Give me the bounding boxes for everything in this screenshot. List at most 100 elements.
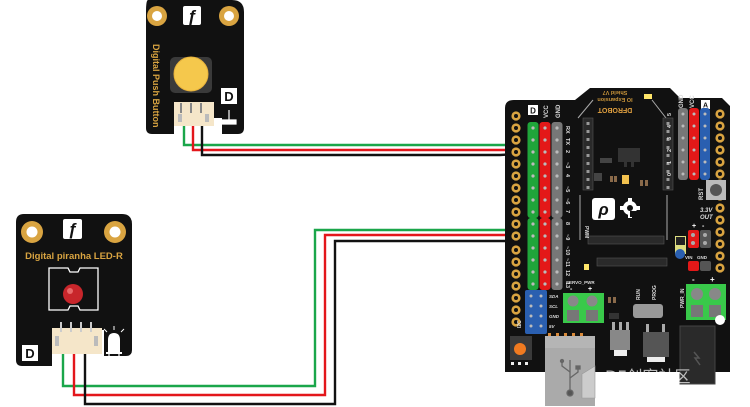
run-prog-switch[interactable]: [633, 304, 663, 318]
regulator-chip: [618, 148, 640, 162]
pin[interactable]: [555, 246, 559, 250]
i2c-pin-label: SCL: [549, 304, 558, 309]
pin[interactable]: [531, 210, 535, 214]
analog-pin-label: 3: [667, 137, 673, 140]
digital-pin-label: ~6: [564, 198, 570, 204]
pin-column: [689, 108, 699, 180]
pin[interactable]: [543, 126, 547, 130]
pin[interactable]: [555, 234, 559, 238]
pin[interactable]: [543, 222, 547, 226]
pin[interactable]: [555, 282, 559, 286]
pin[interactable]: [703, 124, 707, 128]
run-label: RUN: [636, 289, 642, 300]
pin[interactable]: [543, 186, 547, 190]
pin[interactable]: [543, 138, 547, 142]
pin[interactable]: [531, 222, 535, 226]
digital-pin-label: 7: [564, 210, 570, 213]
pin[interactable]: [531, 174, 535, 178]
pin[interactable]: [531, 246, 535, 250]
pin[interactable]: [692, 124, 696, 128]
pin[interactable]: [531, 150, 535, 154]
analog-vcc-label: VCC: [690, 95, 696, 108]
pin[interactable]: [531, 186, 535, 190]
pin[interactable]: [681, 160, 685, 164]
pin[interactable]: [703, 148, 707, 152]
digital-badge-text: D: [224, 89, 233, 104]
pin[interactable]: [543, 258, 547, 262]
gnd-col-label: GND: [556, 104, 562, 118]
pin[interactable]: [681, 148, 685, 152]
pin[interactable]: [543, 198, 547, 202]
pin[interactable]: [555, 174, 559, 178]
pin[interactable]: [555, 198, 559, 202]
dfrobot-logo-icon: [592, 198, 615, 220]
out-label: OUT: [700, 215, 714, 221]
pin[interactable]: [681, 136, 685, 140]
pin[interactable]: [692, 160, 696, 164]
dfrobot-logo-icon: [183, 6, 201, 25]
status-led: [584, 264, 589, 270]
pin[interactable]: [703, 160, 707, 164]
button-module-label: Digital Push Button: [151, 44, 161, 128]
pin[interactable]: [681, 124, 685, 128]
pin[interactable]: [531, 198, 535, 202]
pin[interactable]: [555, 270, 559, 274]
pin[interactable]: [543, 270, 547, 274]
pin[interactable]: [703, 136, 707, 140]
prog-label: PROG: [652, 285, 658, 300]
pin[interactable]: [703, 172, 707, 176]
switch-symbol-icon: [221, 110, 237, 125]
pin-column: [551, 122, 563, 218]
pin[interactable]: [555, 258, 559, 262]
pin[interactable]: [543, 282, 547, 286]
pin[interactable]: [543, 174, 547, 178]
pin[interactable]: [531, 138, 535, 142]
i2c-pin-label: SDA: [549, 294, 559, 299]
analog-gnd-label: GND: [679, 94, 685, 108]
d-col-label: D: [530, 107, 536, 116]
pin[interactable]: [555, 126, 559, 130]
pin[interactable]: [531, 270, 535, 274]
pin[interactable]: [555, 162, 559, 166]
digital-badge-text: D: [25, 346, 34, 361]
pin[interactable]: [555, 222, 559, 226]
svg-text:-: -: [570, 286, 573, 293]
led-light-icon: [103, 326, 125, 360]
analog-pin-label: 1: [667, 161, 673, 164]
pin[interactable]: [555, 210, 559, 214]
pin[interactable]: [543, 210, 547, 214]
pin[interactable]: [555, 150, 559, 154]
pin[interactable]: [543, 150, 547, 154]
pin[interactable]: [681, 112, 685, 116]
pin[interactable]: [531, 282, 535, 286]
logo-glyph: ƒ: [187, 7, 196, 26]
pin[interactable]: [543, 246, 547, 250]
servo-pwr-label: SERVO_PWR: [566, 280, 595, 285]
pin[interactable]: [531, 126, 535, 130]
pin[interactable]: [703, 112, 707, 116]
svg-text:Shield V7: Shield V7: [603, 89, 628, 95]
pin[interactable]: [692, 112, 696, 116]
pin[interactable]: [543, 162, 547, 166]
pin[interactable]: [531, 258, 535, 262]
pin[interactable]: [543, 234, 547, 238]
digital-badge: [221, 88, 237, 104]
pin[interactable]: [692, 148, 696, 152]
pin[interactable]: [531, 234, 535, 238]
a-label-box: [701, 100, 710, 109]
analog-pin-label: 4: [667, 124, 673, 128]
pin[interactable]: [555, 138, 559, 142]
regulator-2: [643, 332, 669, 357]
led-gnd-wire: [83, 236, 561, 406]
pin[interactable]: [555, 186, 559, 190]
power-led: [644, 94, 652, 99]
button-cap: [173, 56, 209, 92]
pin[interactable]: [681, 172, 685, 176]
pin[interactable]: [531, 162, 535, 166]
pin[interactable]: [692, 136, 696, 140]
pin[interactable]: [692, 172, 696, 176]
